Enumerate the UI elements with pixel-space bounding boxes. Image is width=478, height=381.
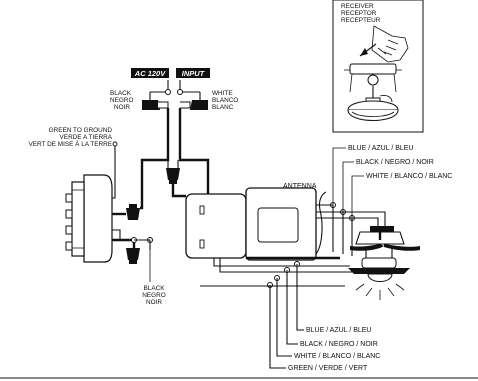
antenna: ANTENNA [283, 183, 327, 255]
svg-text:VERT DE MISE À LA TERRE: VERT DE MISE À LA TERRE [29, 139, 112, 148]
ac-120v-tag: AC 120V [131, 68, 169, 78]
svg-text:VERDE A TIERRA: VERDE A TIERRA [60, 134, 113, 141]
top-right-wire-labels: BLUE / AZUL / BLEU BLACK / NEGRO / NOIR … [332, 145, 452, 218]
input-tag: INPUT [176, 68, 210, 78]
fan-black-label: BLACK NEGRO NOIR [142, 285, 165, 306]
bottom-blue-label: BLUE / AZUL / BLEU [306, 327, 372, 334]
svg-text:INPUT: INPUT [182, 69, 206, 78]
svg-text:BLACK: BLACK [144, 285, 166, 292]
svg-text:AC 120V: AC 120V [134, 69, 166, 78]
svg-text:WHITE: WHITE [212, 90, 233, 97]
svg-text:NEGRO: NEGRO [110, 97, 133, 104]
receiver-inset: RECEIVER RECEPTOR RECEPTEUR [332, 0, 424, 133]
bottom-green-label: GREEN / VERDE / VERT [288, 365, 368, 372]
receptor-label: RECEPTOR [341, 10, 377, 17]
svg-text:BLANCO: BLANCO [212, 97, 238, 104]
top-black-label: BLACK / NEGRO / NOIR [356, 159, 434, 166]
bottom-wire-labels: BLUE / AZUL / BLEU BLACK / NEGRO / NOIR … [288, 327, 380, 372]
supply-black-wire-nut [142, 100, 169, 110]
svg-text:NOIR: NOIR [114, 104, 130, 111]
svg-text:NOIR: NOIR [146, 299, 162, 306]
svg-text:GREEN TO GROUND: GREEN TO GROUND [49, 127, 113, 134]
svg-text:NEGRO: NEGRO [142, 292, 165, 299]
receiver-label: RECEIVER [341, 3, 374, 10]
bottom-white-label: WHITE / BLANCO / BLANC [294, 353, 380, 360]
receiver-unit [185, 187, 317, 261]
fan-motor-housing [65, 174, 113, 263]
svg-text:BLACK: BLACK [110, 90, 132, 97]
supply-white-wire-nut [180, 100, 208, 110]
bottom-black-label: BLACK / NEGRO / NOIR [300, 341, 378, 348]
recepteur-label: RECEPTEUR [341, 17, 381, 24]
receiver-input-wire-nut [166, 160, 180, 184]
receiver-insertion-illustration [344, 25, 409, 121]
top-white-label: WHITE / BLANCO / BLANC [366, 173, 452, 180]
fan-lower-wire-nut [126, 248, 140, 264]
svg-text:BLANC: BLANC [212, 104, 234, 111]
svg-text:ANTENNA: ANTENNA [283, 183, 317, 190]
ground-label: GREEN TO GROUND VERDE A TIERRA VERT DE M… [29, 127, 118, 148]
fan-upper-wire-nut [126, 204, 140, 220]
fan-illustration [348, 226, 420, 300]
supply-white-label: WHITE BLANCO BLANC [212, 90, 238, 111]
supply-black-label: BLACK NEGRO NOIR [110, 90, 133, 111]
top-blue-label: BLUE / AZUL / BLEU [348, 145, 414, 152]
